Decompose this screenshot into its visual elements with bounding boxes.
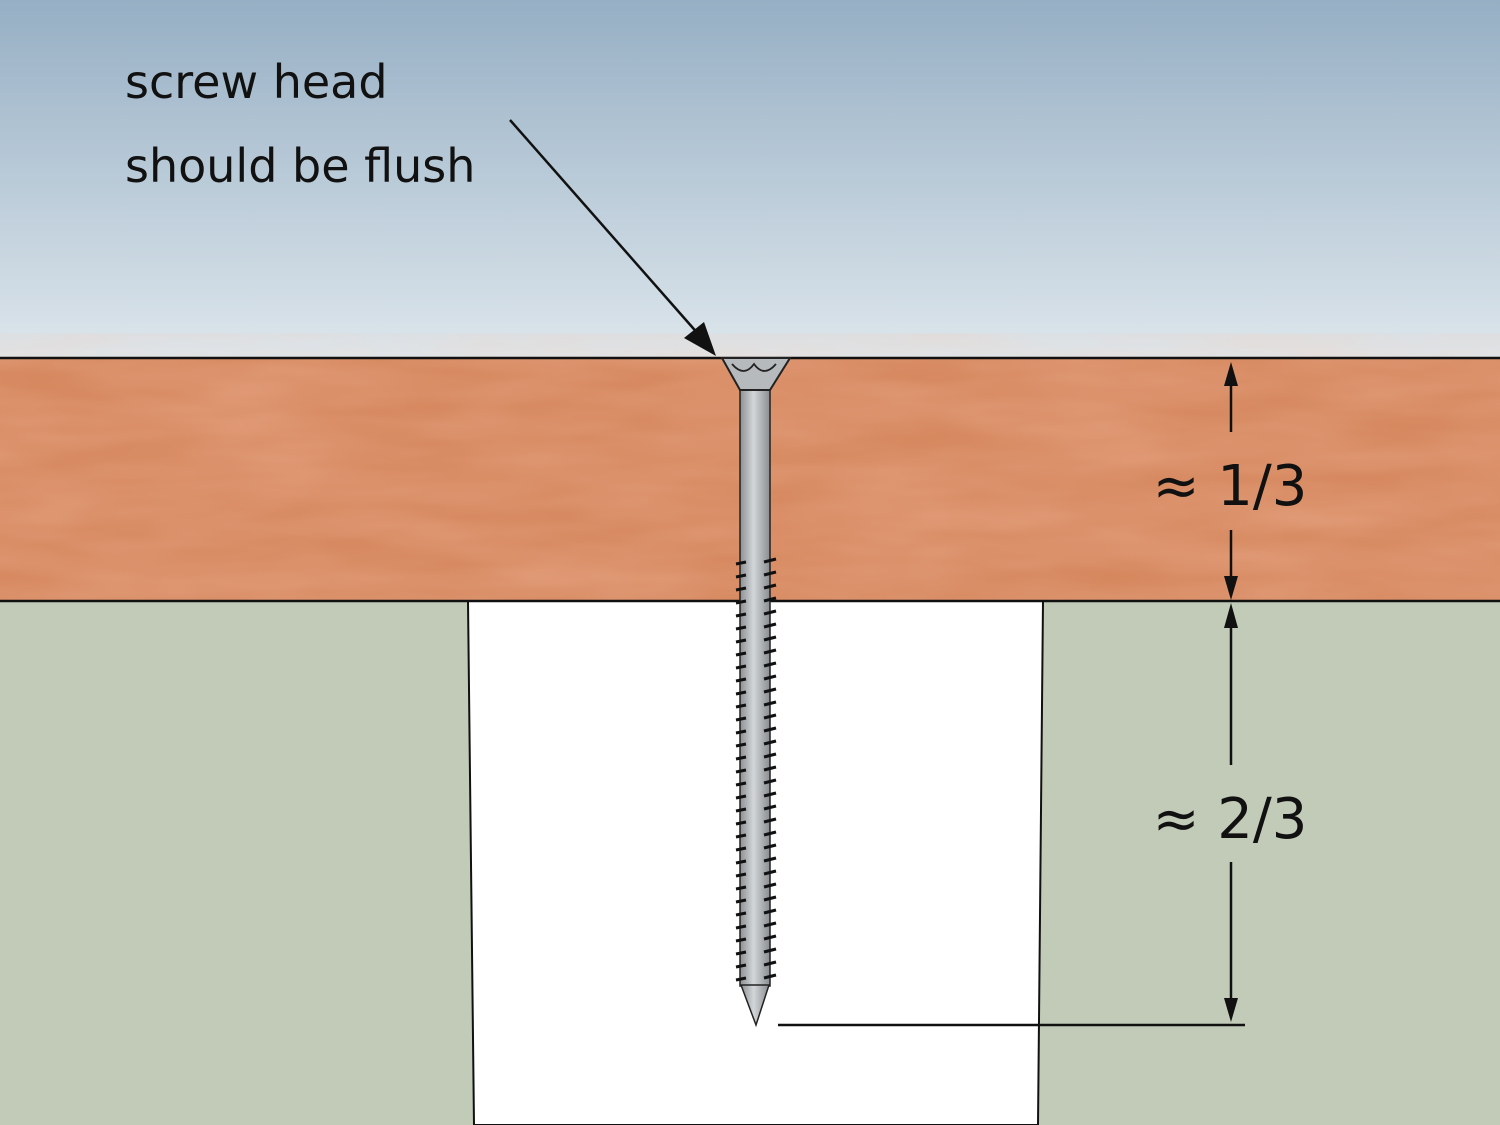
thread-mark (763, 843, 777, 850)
thread-mark (735, 976, 747, 982)
thread-mark (763, 791, 777, 798)
thread-mark (763, 596, 777, 603)
thread-mark (763, 960, 777, 967)
thread-mark (763, 778, 777, 785)
thread-mark (763, 830, 777, 837)
thread-mark (735, 898, 747, 904)
thread-mark (735, 833, 747, 839)
thread-mark (735, 859, 747, 865)
thread-mark (763, 635, 777, 642)
thread-mark (763, 622, 777, 629)
annotation-line-1: screw head (125, 55, 388, 109)
thread-mark (735, 560, 747, 566)
callout-arrowhead-icon (684, 322, 716, 356)
thread-mark (763, 583, 777, 590)
dimension-lower (778, 603, 1245, 1027)
thread-mark (735, 885, 747, 891)
thread-mark (735, 625, 747, 631)
thread-mark (763, 817, 777, 824)
thread-mark (735, 573, 747, 579)
thread-mark (735, 742, 747, 748)
thread-mark (735, 677, 747, 683)
thread-mark (763, 674, 777, 681)
thread-mark (763, 739, 777, 746)
thread-mark (763, 661, 777, 668)
thread-mark (763, 713, 777, 720)
thread-mark (735, 703, 747, 709)
thread-mark (735, 716, 747, 722)
thread-mark (735, 664, 747, 670)
thread-mark (763, 752, 777, 759)
thread-mark (735, 794, 747, 800)
thread-mark (763, 882, 777, 889)
thread-mark (763, 973, 777, 980)
thread-mark (735, 937, 747, 943)
dimension-upper (1224, 362, 1238, 600)
thread-mark (763, 609, 777, 616)
thread-mark (735, 729, 747, 735)
thread-mark (763, 687, 777, 694)
sky-background (0, 0, 1500, 358)
thread-mark (735, 612, 747, 618)
thread-mark (763, 934, 777, 941)
thread-mark (763, 908, 777, 915)
annotation-line-2: should be flush (125, 139, 475, 193)
thread-mark (763, 947, 777, 954)
thread-mark (735, 820, 747, 826)
thread-mark (763, 869, 777, 876)
thread-mark (735, 807, 747, 813)
thread-mark (763, 921, 777, 928)
thread-mark (735, 768, 747, 774)
thread-mark (735, 924, 747, 930)
dimension-lower-label: ≈ 2/3 (1153, 787, 1308, 852)
thread-mark (735, 781, 747, 787)
thread-mark (763, 804, 777, 811)
thread-mark (735, 690, 747, 696)
thread-mark (735, 755, 747, 761)
thread-mark (735, 911, 747, 917)
thread-mark (735, 586, 747, 592)
screw-tip (739, 984, 771, 1028)
thread-mark (735, 638, 747, 644)
thread-mark (735, 651, 747, 657)
thread-mark (735, 872, 747, 878)
screw-threads (735, 557, 777, 982)
callout-arrow-line (509, 119, 701, 337)
thread-mark (763, 700, 777, 707)
thread-mark (735, 963, 747, 969)
thread-mark (763, 856, 777, 863)
thread-mark (763, 570, 777, 577)
thread-mark (735, 599, 747, 605)
screw (720, 357, 792, 1028)
dimension-upper-label: ≈ 1/3 (1153, 454, 1308, 519)
thread-mark (735, 846, 747, 852)
thread-mark (763, 648, 777, 655)
thread-mark (735, 950, 747, 956)
thread-mark (763, 726, 777, 733)
thread-mark (763, 557, 777, 564)
thread-mark (763, 765, 777, 772)
thread-mark (763, 895, 777, 902)
